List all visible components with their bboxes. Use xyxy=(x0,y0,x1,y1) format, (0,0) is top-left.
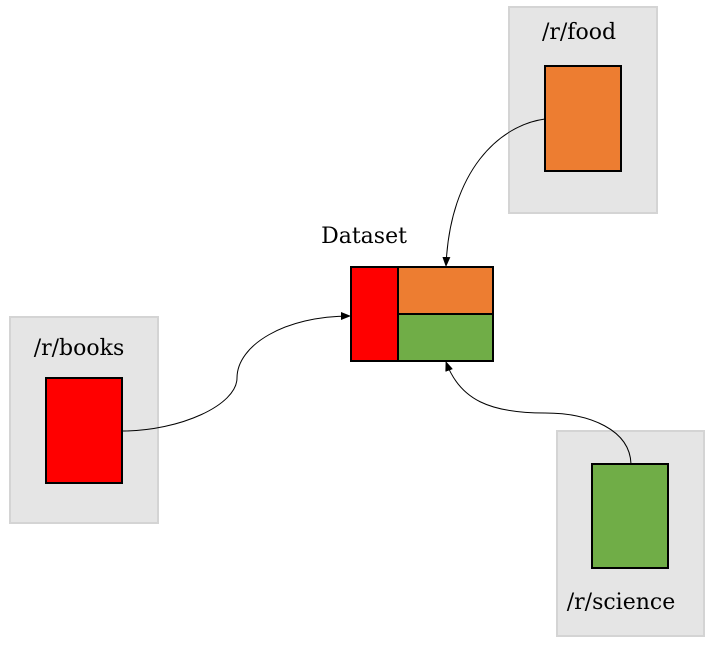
source-food-label: /r/food xyxy=(542,20,616,45)
dataset-title: Dataset xyxy=(321,224,407,249)
dataset-books-segment xyxy=(350,266,399,362)
source-food-block xyxy=(544,65,622,172)
dataset-science-segment xyxy=(397,313,494,362)
source-books-block xyxy=(45,377,123,484)
dataset: Dataset xyxy=(321,224,494,362)
source-food: /r/food xyxy=(508,6,658,214)
food-to-dataset-arrow xyxy=(442,118,546,267)
source-science-block xyxy=(591,463,669,569)
science-to-dataset-arrow xyxy=(445,361,632,465)
source-books: /r/books xyxy=(9,316,159,524)
books-to-dataset-arrow xyxy=(121,312,351,432)
source-books-label: /r/books xyxy=(34,336,125,361)
source-science: /r/science xyxy=(556,430,705,637)
source-science-label: /r/science xyxy=(567,590,676,615)
dataset-food-segment xyxy=(397,266,494,315)
